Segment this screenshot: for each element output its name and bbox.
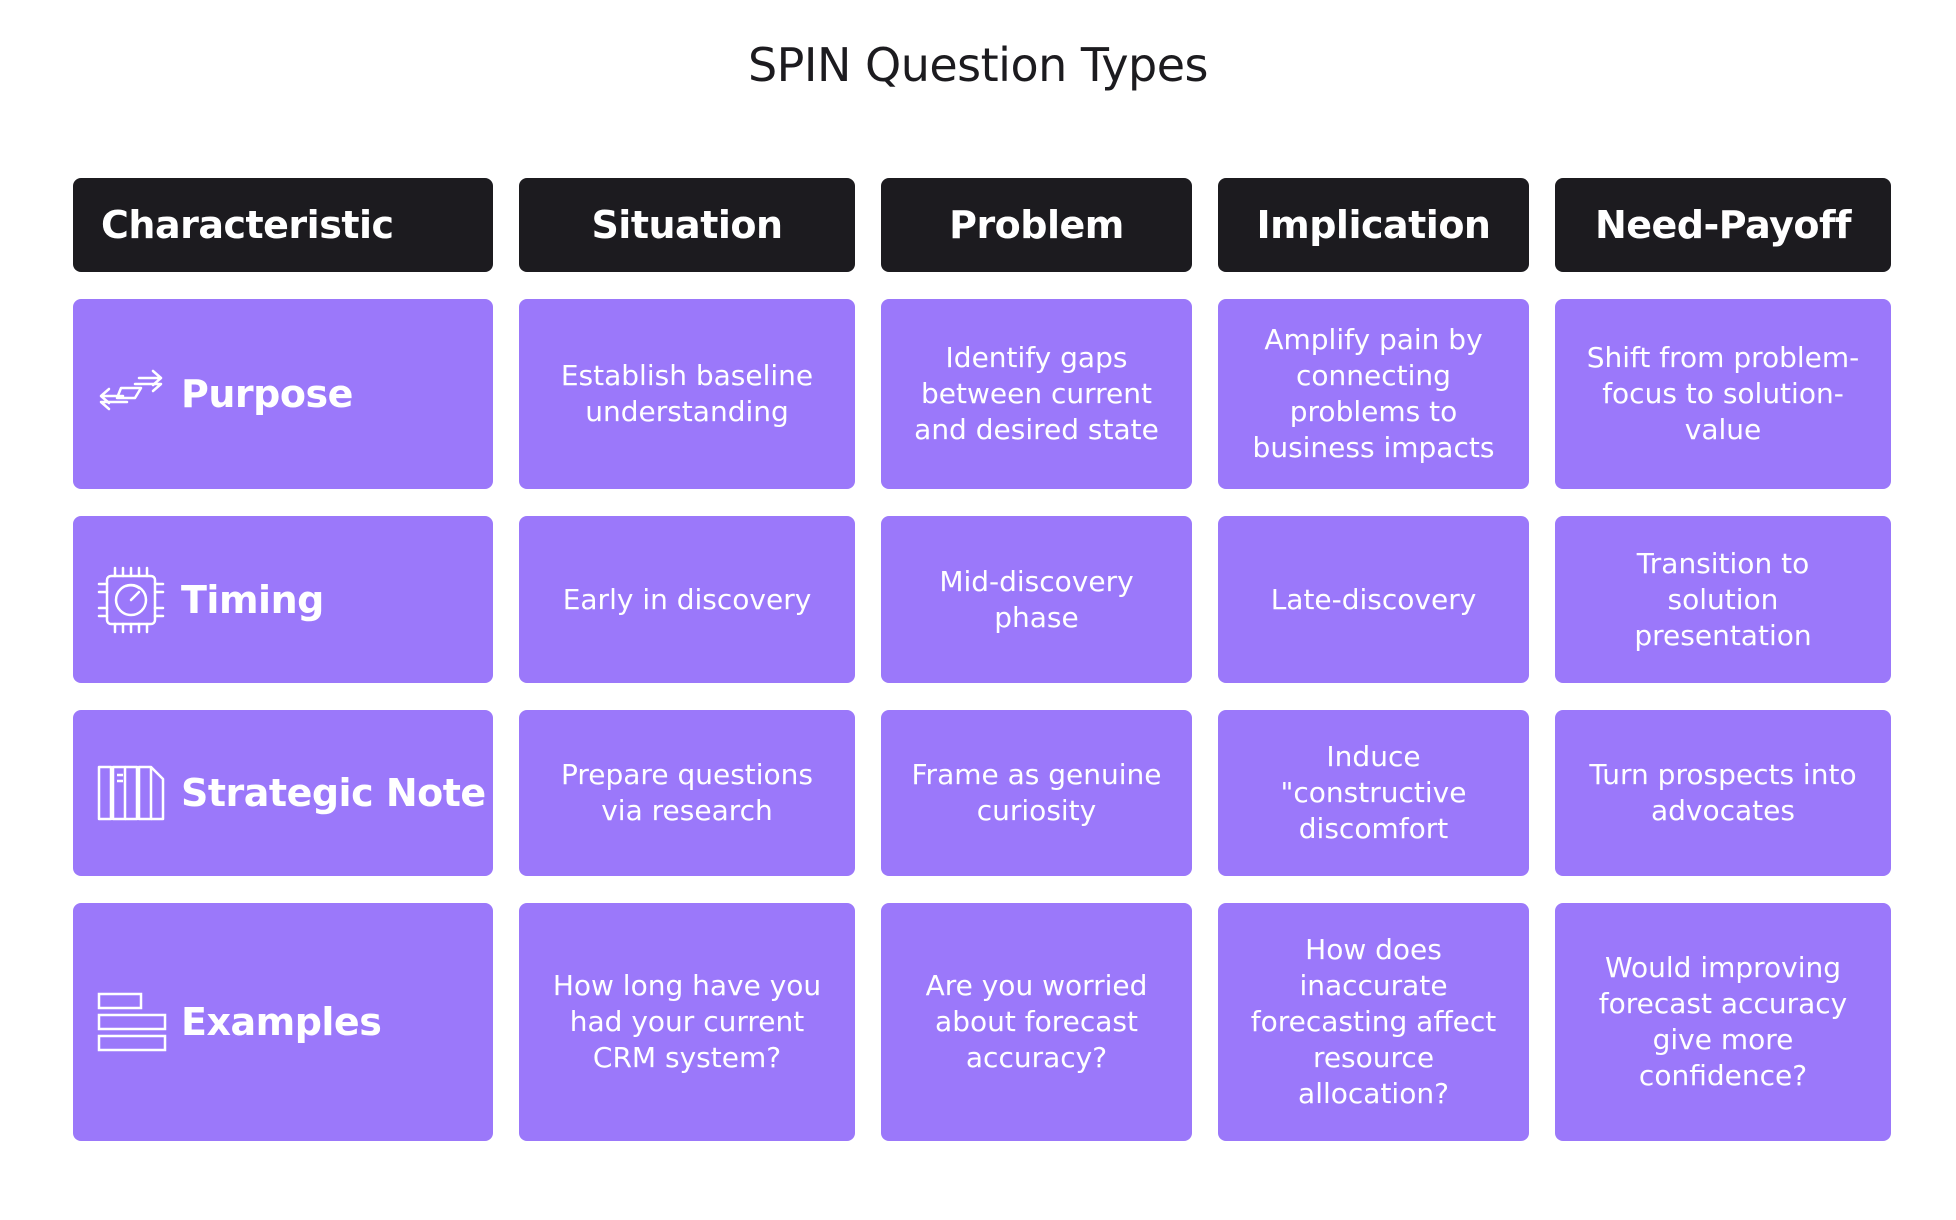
cell-note-need-payoff: Turn prospects into advocates <box>1555 710 1891 876</box>
cell-examples-problem: Are you worried about forecast accuracy? <box>881 903 1192 1141</box>
cell-timing-situation: Early in discovery <box>519 516 855 683</box>
cell-note-situation: Prepare questions via research <box>519 710 855 876</box>
library-columns-icon <box>95 757 167 829</box>
cell-examples-implication: How does inaccurate forecasting affect r… <box>1218 903 1529 1141</box>
cell-timing-need-payoff: Transition to solution presentation <box>1555 516 1891 683</box>
row-label-timing: Timing <box>73 516 493 683</box>
row-label-text: Timing <box>181 577 324 622</box>
cell-note-problem: Frame as genuine curiosity <box>881 710 1192 876</box>
row-label-strategic-note: Strategic Note <box>73 710 493 876</box>
spin-table: Characteristic Situation Problem Implica… <box>73 178 1891 1141</box>
cell-purpose-need-payoff: Shift from problem-focus to solution-val… <box>1555 299 1891 489</box>
cell-purpose-problem: Identify gaps between current and desire… <box>881 299 1192 489</box>
page-title: SPIN Question Types <box>747 38 1209 92</box>
header-implication: Implication <box>1218 178 1529 272</box>
cell-note-implication: Induce "constructive discomfort <box>1218 710 1529 876</box>
row-label-examples: Examples <box>73 903 493 1141</box>
row-label-text: Strategic Note <box>181 771 486 815</box>
header-problem: Problem <box>881 178 1192 272</box>
cell-examples-situation: How long have you had your current CRM s… <box>519 903 855 1141</box>
cell-purpose-situation: Establish baseline understanding <box>519 299 855 489</box>
header-characteristic: Characteristic <box>73 178 493 272</box>
header-situation: Situation <box>519 178 855 272</box>
row-label-text: Examples <box>181 1000 382 1044</box>
cell-timing-problem: Mid-discovery phase <box>881 516 1192 683</box>
cell-purpose-implication: Amplify pain by connecting problems to b… <box>1218 299 1529 489</box>
cell-examples-need-payoff: Would improving forecast accuracy give m… <box>1555 903 1891 1141</box>
row-label-purpose: Purpose <box>73 299 493 489</box>
header-need-payoff: Need-Payoff <box>1555 178 1891 272</box>
stopwatch-chip-icon <box>95 564 167 636</box>
cell-timing-implication: Late-discovery <box>1218 516 1529 683</box>
stacked-bars-icon <box>95 986 167 1058</box>
row-label-text: Purpose <box>181 372 353 416</box>
arrows-exchange-icon <box>95 358 167 430</box>
